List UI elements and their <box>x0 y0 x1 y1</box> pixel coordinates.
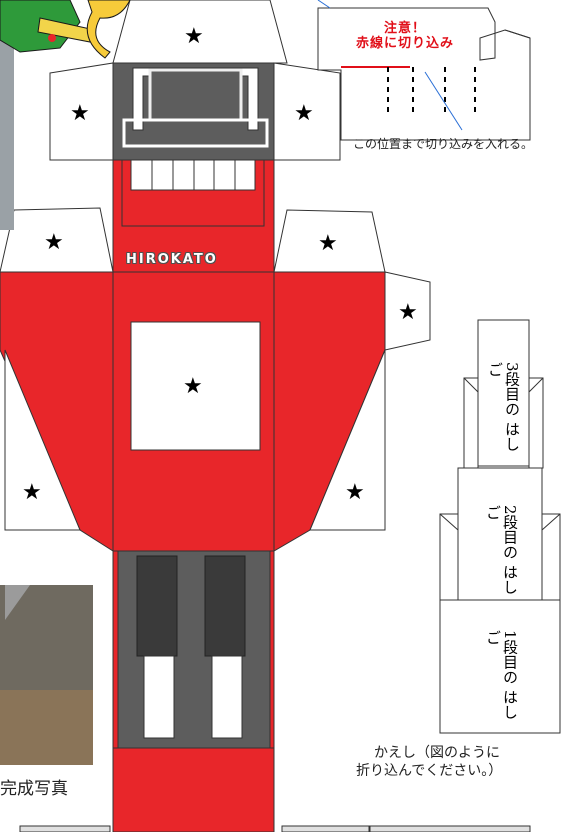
brand-label: HIROKATO <box>126 252 218 267</box>
star-left-mid: ★ <box>44 230 64 255</box>
photo-strip-top <box>0 40 14 230</box>
left-side-panel <box>0 271 114 552</box>
cut-note: この位置まで切り込みを入れる。 <box>353 137 534 151</box>
photo-caption: 完成写真 <box>0 779 68 799</box>
pointer-line <box>424 71 463 131</box>
star-right-upper: ★ <box>294 101 314 126</box>
fold-note-line1: かえし（図のように <box>374 745 500 761</box>
star-right-tab: ★ <box>398 300 418 325</box>
right-lower-flap <box>309 349 386 531</box>
star-right-lower: ★ <box>345 480 365 505</box>
fold-note-line2: 折り込んでください。） <box>356 763 503 779</box>
windshield-frame <box>132 67 259 131</box>
ladder-1 <box>439 599 561 734</box>
star-right-mid: ★ <box>318 231 338 256</box>
right-tab <box>384 271 431 351</box>
dashed-fold-lines <box>387 67 476 115</box>
warning-body: 赤線に切り込み <box>355 36 454 51</box>
ladder-1-label: 1段目の はしご <box>484 630 519 720</box>
warning-title: 注意！ <box>383 21 426 36</box>
ladder-2-label: 2段目の はしご <box>484 505 519 595</box>
warning-note: 注意！ 赤線に切り込み <box>330 21 480 51</box>
door-panel <box>130 321 261 451</box>
rear-strip-left <box>143 655 175 739</box>
ladder-3-label: 3段目の はしご <box>486 362 521 452</box>
windshield-trim <box>122 118 269 148</box>
cab-roof-flap <box>112 0 288 64</box>
ladder-3 <box>463 319 544 469</box>
grille-slats <box>130 159 256 191</box>
mascot-illustration <box>0 0 131 59</box>
star-left-upper: ★ <box>70 101 90 126</box>
left-lower-flap <box>4 349 81 531</box>
ladder-2 <box>439 467 561 601</box>
rear-strip-right <box>211 655 243 739</box>
rear-slot-left <box>136 555 178 657</box>
star-roof: ★ <box>184 24 204 49</box>
rear-slot-right <box>204 555 246 657</box>
star-left-lower: ★ <box>22 480 42 505</box>
star-door: ★ <box>183 374 203 399</box>
windshield-glass <box>148 68 243 122</box>
